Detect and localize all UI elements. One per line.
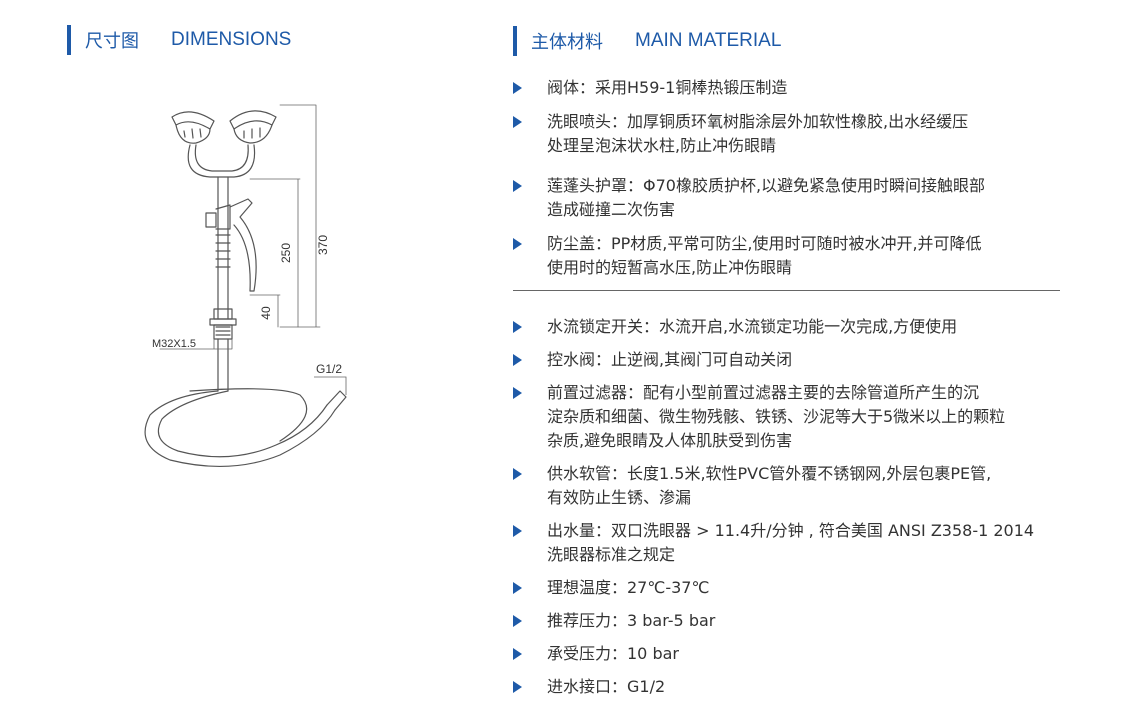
spec-text: 莲蓬头护罩：Φ70橡胶质护杯,以避免紧急使用时瞬间接触眼部 造成碰撞二次伤害 <box>547 176 986 219</box>
dimensions-title-cn: 尺寸图 <box>85 31 139 52</box>
section-accent-bar <box>67 25 71 55</box>
bullet-triangle-icon <box>513 116 522 128</box>
right-spray-head <box>229 110 277 144</box>
material-title-cn: 主体材料 <box>531 32 603 53</box>
bullet-triangle-icon <box>513 354 522 366</box>
bullet-triangle-icon <box>513 648 522 660</box>
spec-item: 承受压力：10 bar <box>513 642 1093 666</box>
spec-text: 理想温度：27℃-37℃ <box>547 578 710 597</box>
spec-text: 推荐压力：3 bar-5 bar <box>547 611 716 630</box>
bullet-triangle-icon <box>513 468 522 480</box>
spec-text: 防尘盖：PP材质,平常可防尘,使用时可随时被水冲开,并可降低 使用时的短暂高水压… <box>547 234 982 277</box>
spec-text: 进水接口：G1/2 <box>547 677 666 696</box>
spec-text: 承受压力：10 bar <box>547 644 679 663</box>
bullet-triangle-icon <box>513 525 522 537</box>
dimensions-title-en: DIMENSIONS <box>171 29 292 50</box>
left-spray-head <box>171 111 215 144</box>
eyewash-dimension-drawing: 370 250 40 M32X1.5 G1/2 <box>144 104 347 468</box>
dimensions-header: 尺寸图 DIMENSIONS <box>67 25 291 55</box>
spec-text: 出水量：双口洗眼器 > 11.4升/分钟 , 符合美国 ANSI Z358-1 … <box>547 521 1035 564</box>
spec-text: 洗眼喷头：加厚铜质环氧树脂涂层外加软性橡胶,出水经缓压 处理呈泡沫状水柱,防止冲… <box>547 112 969 155</box>
dimension-250: 250 <box>279 243 293 263</box>
spec-item: 理想温度：27℃-37℃ <box>513 576 1093 600</box>
spec-item: 水流锁定开关：水流开启,水流锁定功能一次完成,方便使用 <box>513 315 1093 339</box>
spec-text: 供水软管：长度1.5米,软性PVC管外覆不锈钢网,外层包裹PE管, 有效防止生锈… <box>547 464 992 507</box>
spec-text: 前置过滤器：配有小型前置过滤器主要的去除管道所产生的沉 淀杂质和细菌、微生物残骸… <box>547 383 1006 450</box>
bullet-triangle-icon <box>513 582 522 594</box>
spec-list-2: 水流锁定开关：水流开启,水流锁定功能一次完成,方便使用 控水阀：止逆阀,其阀门可… <box>513 315 1093 699</box>
bullet-triangle-icon <box>513 615 522 627</box>
dimension-370: 370 <box>316 235 330 255</box>
material-header: 主体材料 MAIN MATERIAL <box>513 26 781 56</box>
bullet-triangle-icon <box>513 387 522 399</box>
spec-item: 莲蓬头护罩：Φ70橡胶质护杯,以避免紧急使用时瞬间接触眼部 造成碰撞二次伤害 <box>513 174 1093 222</box>
section-divider <box>513 290 1060 291</box>
spec-item: 阀体：采用H59-1铜棒热锻压制造 <box>513 76 1093 100</box>
inlet-label: G1/2 <box>316 362 342 376</box>
bullet-triangle-icon <box>513 681 522 693</box>
dimension-40: 40 <box>259 306 273 320</box>
push-handle <box>229 198 257 292</box>
spec-item: 出水量：双口洗眼器 > 11.4升/分钟 , 符合美国 ANSI Z358-1 … <box>513 519 1093 567</box>
spec-item: 供水软管：长度1.5米,软性PVC管外覆不锈钢网,外层包裹PE管, 有效防止生锈… <box>513 462 1093 510</box>
stem <box>217 176 229 320</box>
spec-item: 控水阀：止逆阀,其阀门可自动关闭 <box>513 348 1093 372</box>
spec-list: 阀体：采用H59-1铜棒热锻压制造 洗眼喷头：加厚铜质环氧树脂涂层外加软性橡胶,… <box>513 76 1093 280</box>
spec-item: 进水接口：G1/2 <box>513 675 1093 699</box>
u-arm <box>187 144 256 178</box>
spec-item: 前置过滤器：配有小型前置过滤器主要的去除管道所产生的沉 淀杂质和细菌、微生物残骸… <box>513 381 1093 453</box>
material-title-en: MAIN MATERIAL <box>635 30 782 51</box>
bullet-triangle-icon <box>513 180 522 192</box>
spec-text: 阀体：采用H59-1铜棒热锻压制造 <box>547 78 788 97</box>
spec-text: 水流锁定开关：水流开启,水流锁定功能一次完成,方便使用 <box>547 317 958 336</box>
spec-item: 推荐压力：3 bar-5 bar <box>513 609 1093 633</box>
supply-hose <box>217 338 229 392</box>
bullet-triangle-icon <box>513 238 522 250</box>
spec-text: 控水阀：止逆阀,其阀门可自动关闭 <box>547 350 793 369</box>
spec-item: 洗眼喷头：加厚铜质环氧树脂涂层外加软性橡胶,出水经缓压 处理呈泡沫状水柱,防止冲… <box>513 110 1093 158</box>
thread-label: M32X1.5 <box>152 338 196 350</box>
bullet-triangle-icon <box>513 82 522 94</box>
spec-item: 防尘盖：PP材质,平常可防尘,使用时可随时被水冲开,并可降低 使用时的短暂高水压… <box>513 232 1093 280</box>
section-accent-bar <box>513 26 517 56</box>
bullet-triangle-icon <box>513 321 522 333</box>
